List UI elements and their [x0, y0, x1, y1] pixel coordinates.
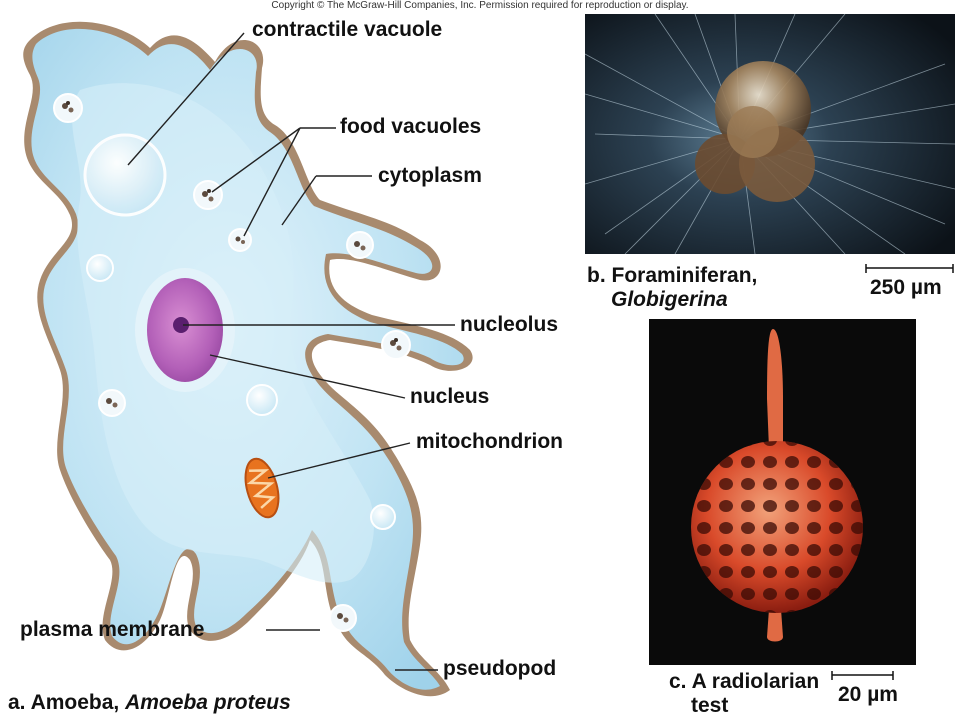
label-mitochondrion: mitochondrion [416, 430, 563, 453]
scale-bar-foraminiferan [865, 264, 954, 273]
food-vacuole [329, 604, 357, 632]
label-food-vacuoles: food vacuoles [340, 115, 482, 138]
small-vacuole [246, 384, 278, 416]
radiolarian-photo [649, 319, 916, 665]
small-vacuole [86, 254, 114, 282]
food-vacuole [228, 228, 252, 252]
label-cytoplasm: cytoplasm [378, 164, 482, 187]
mitochondrion [244, 457, 280, 519]
foraminiferan-photo [585, 14, 955, 254]
food-vacuole [193, 180, 223, 210]
small-vacuole [370, 504, 396, 530]
caption-foraminiferan-species: Globigerina [611, 288, 728, 311]
food-vacuole [346, 231, 374, 259]
caption-foraminiferan-line1: b. Foraminiferan, [587, 264, 758, 287]
caption-foraminiferan: b. Foraminiferan, Globigerina [587, 264, 757, 312]
label-pseudopod: pseudopod [443, 657, 557, 680]
caption-radiolarian-line2: test [691, 694, 729, 717]
label-plasma-membrane: plasma membrane [20, 618, 205, 641]
label-contractile-vacuole: contractile vacuole [252, 18, 443, 41]
scale-label-radiolarian: 20 µm [838, 683, 898, 706]
caption-radiolarian: c. A radiolarian test [669, 670, 819, 718]
label-nucleus: nucleus [410, 385, 490, 408]
scale-label-foraminiferan: 250 µm [870, 276, 942, 299]
food-vacuole [53, 93, 83, 123]
leader-lines [127, 32, 455, 671]
copyright-notice: Copyright © The McGraw-Hill Companies, I… [271, 0, 689, 11]
caption-amoeba-prefix: a. Amoeba, [8, 691, 126, 714]
scale-bar-radiolarian [831, 671, 894, 680]
label-nucleolus: nucleolus [460, 313, 559, 336]
caption-radiolarian-line1: c. A radiolarian [669, 670, 820, 693]
nucleolus [173, 317, 189, 333]
caption-amoeba: a. Amoeba, Amoeba proteus [8, 691, 291, 715]
food-vacuole [98, 389, 126, 417]
food-vacuole [381, 330, 411, 360]
contractile-vacuole [83, 133, 167, 217]
amoeba-illustration [23, 21, 473, 697]
caption-amoeba-species: Amoeba proteus [125, 691, 291, 714]
